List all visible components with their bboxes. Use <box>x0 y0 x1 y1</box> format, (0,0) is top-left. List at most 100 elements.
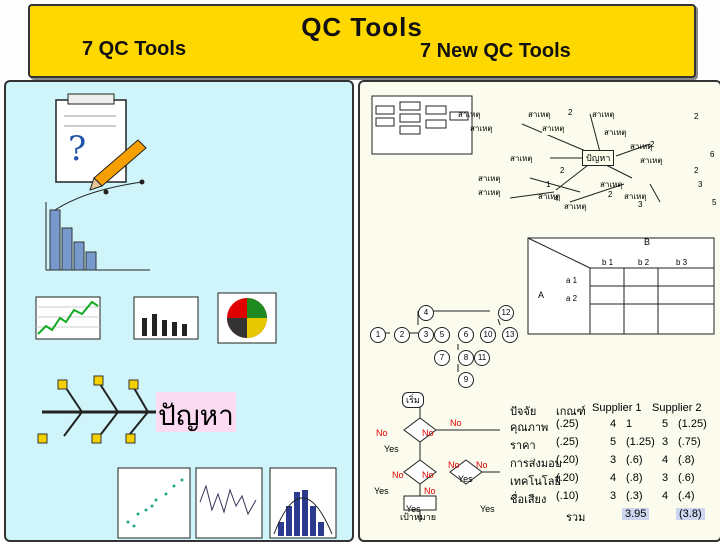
relation-node: สาเหตุ <box>538 192 561 201</box>
flow-yes: Yes <box>374 486 389 496</box>
relation-number: 3 <box>698 180 703 189</box>
arrow-node: 6 <box>458 327 474 343</box>
prio-header: ปัจจัย <box>510 406 537 418</box>
fishbone-diagram-icon <box>37 375 236 444</box>
flow-no: No <box>448 460 460 470</box>
relation-number: 2 <box>608 190 613 199</box>
prio-cell: (.25) <box>556 436 579 448</box>
matrix-diagram-icon <box>527 237 715 335</box>
arrow-node: 4 <box>418 305 434 321</box>
arrow-node: 10 <box>480 327 496 343</box>
relation-number: 2 <box>650 140 655 149</box>
relation-node: สาเหตุ <box>470 124 493 133</box>
matrix-row-label: a 2 <box>566 294 578 303</box>
relation-number: 4 <box>554 194 559 203</box>
flow-no: No <box>392 470 404 480</box>
prio-total: 3.95 <box>622 508 650 520</box>
relation-node: สาเหตุ <box>630 142 653 151</box>
check-sheet-icon: ? <box>55 93 147 191</box>
flow-chart-icon <box>403 406 500 522</box>
flow-no: No <box>376 428 388 438</box>
normal-histogram-icon <box>269 467 337 539</box>
arrow-node: 12 <box>498 305 514 321</box>
prio-cell: (1.25) <box>626 436 655 448</box>
prio-cell: (.8) <box>626 472 643 484</box>
prio-cell: (.8) <box>678 454 695 466</box>
right-heading: 7 New QC Tools <box>420 40 571 62</box>
arrow-node: 1 <box>370 327 386 343</box>
matrix-col-label: b 2 <box>638 258 650 267</box>
run-chart-icon <box>195 467 263 539</box>
scatter-diagram-icon <box>117 467 191 539</box>
prio-cell: (.6) <box>626 454 643 466</box>
prio-cell: ราคา <box>510 440 536 452</box>
prio-cell: (.20) <box>556 472 579 484</box>
matrix-row-header: A <box>538 290 545 300</box>
arrow-node: 2 <box>394 327 410 343</box>
relation-center: ปัญหา <box>582 150 615 166</box>
flow-yes: Yes <box>406 504 421 514</box>
flow-no: No <box>450 418 462 428</box>
prio-header: Supplier 1 <box>592 402 642 414</box>
relation-number: 2 <box>568 108 573 117</box>
flow-no: No <box>424 486 436 496</box>
prio-cell: คุณภาพ <box>510 422 549 434</box>
prio-cell: (.4) <box>678 490 695 502</box>
matrix-col-label: b 1 <box>602 258 614 267</box>
prio-total-label: รวม <box>566 512 586 524</box>
matrix-row-label: a 1 <box>566 276 578 285</box>
relation-node: สาเหตุ <box>592 110 615 119</box>
relation-number: 6 <box>710 150 715 159</box>
arrow-node: 5 <box>434 327 450 343</box>
slide-title: QC Tools <box>301 12 423 42</box>
title-banner: QC Tools <box>28 4 696 78</box>
prio-cell: เทคโนโลยี <box>510 476 561 488</box>
relation-number: 2 <box>694 112 699 121</box>
prio-cell: 5 <box>610 436 617 448</box>
prio-cell: 3 <box>662 436 669 448</box>
relation-node: สาเหตุ <box>542 122 565 135</box>
qc-tools-panel: ? <box>4 80 354 542</box>
relation-number: 3 <box>638 200 643 209</box>
flow-end: เป้าหมาย <box>400 512 437 522</box>
pareto-chart-icon <box>45 179 150 271</box>
prio-cell: ชื่อเสียง <box>510 494 547 506</box>
prio-cell: 4 <box>610 472 617 484</box>
relation-number: 5 <box>712 198 717 207</box>
prio-cell: (.75) <box>678 436 701 448</box>
relation-node: สาเหตุ <box>600 180 623 189</box>
control-chart-icon <box>35 296 101 340</box>
flow-yes: Yes <box>480 504 495 514</box>
fishbone-problem-label: ปัญหา <box>158 399 234 432</box>
prio-total: (3.8) <box>676 508 705 520</box>
new-qc-tools-panel: สาเหตุ สาเหตุ สาเหตุ สาเหตุ สาเหตุ สาเหต… <box>358 80 720 542</box>
prio-cell: (.20) <box>556 454 579 466</box>
prio-cell: (.10) <box>556 490 579 502</box>
left-heading: 7 QC Tools <box>82 38 187 60</box>
prio-cell: 3 <box>610 454 617 466</box>
prio-cell: (1.25) <box>678 418 707 430</box>
tree-diagram-icon <box>371 95 473 155</box>
relation-node: สาเหตุ <box>478 174 501 183</box>
prio-cell: (.25) <box>556 418 579 430</box>
relation-node: สาเหตุ <box>478 188 501 197</box>
svg-text:?: ? <box>68 129 86 169</box>
relation-node: สาเหตุ <box>624 192 647 201</box>
matrix-col-header: B <box>644 237 651 247</box>
prio-cell: 4 <box>610 418 617 430</box>
relation-node: สาเหตุ <box>528 110 551 119</box>
relation-node: สาเหตุ <box>510 154 533 163</box>
arrow-node: 13 <box>502 327 518 343</box>
relation-node: สาเหตุ <box>458 110 481 119</box>
relation-number: 1 <box>546 180 551 189</box>
relation-number: 2 <box>694 166 699 175</box>
flow-yes: Yes <box>384 444 399 454</box>
arrow-node: 7 <box>434 350 450 366</box>
relation-node: สาเหตุ <box>604 128 627 137</box>
flow-yes: Yes <box>458 474 473 484</box>
arrow-node: 9 <box>458 372 474 388</box>
arrow-node: 8 <box>458 350 474 366</box>
arrow-node: 11 <box>474 350 490 366</box>
relation-node: สาเหตุ <box>640 156 663 165</box>
flow-no: No <box>476 460 488 470</box>
